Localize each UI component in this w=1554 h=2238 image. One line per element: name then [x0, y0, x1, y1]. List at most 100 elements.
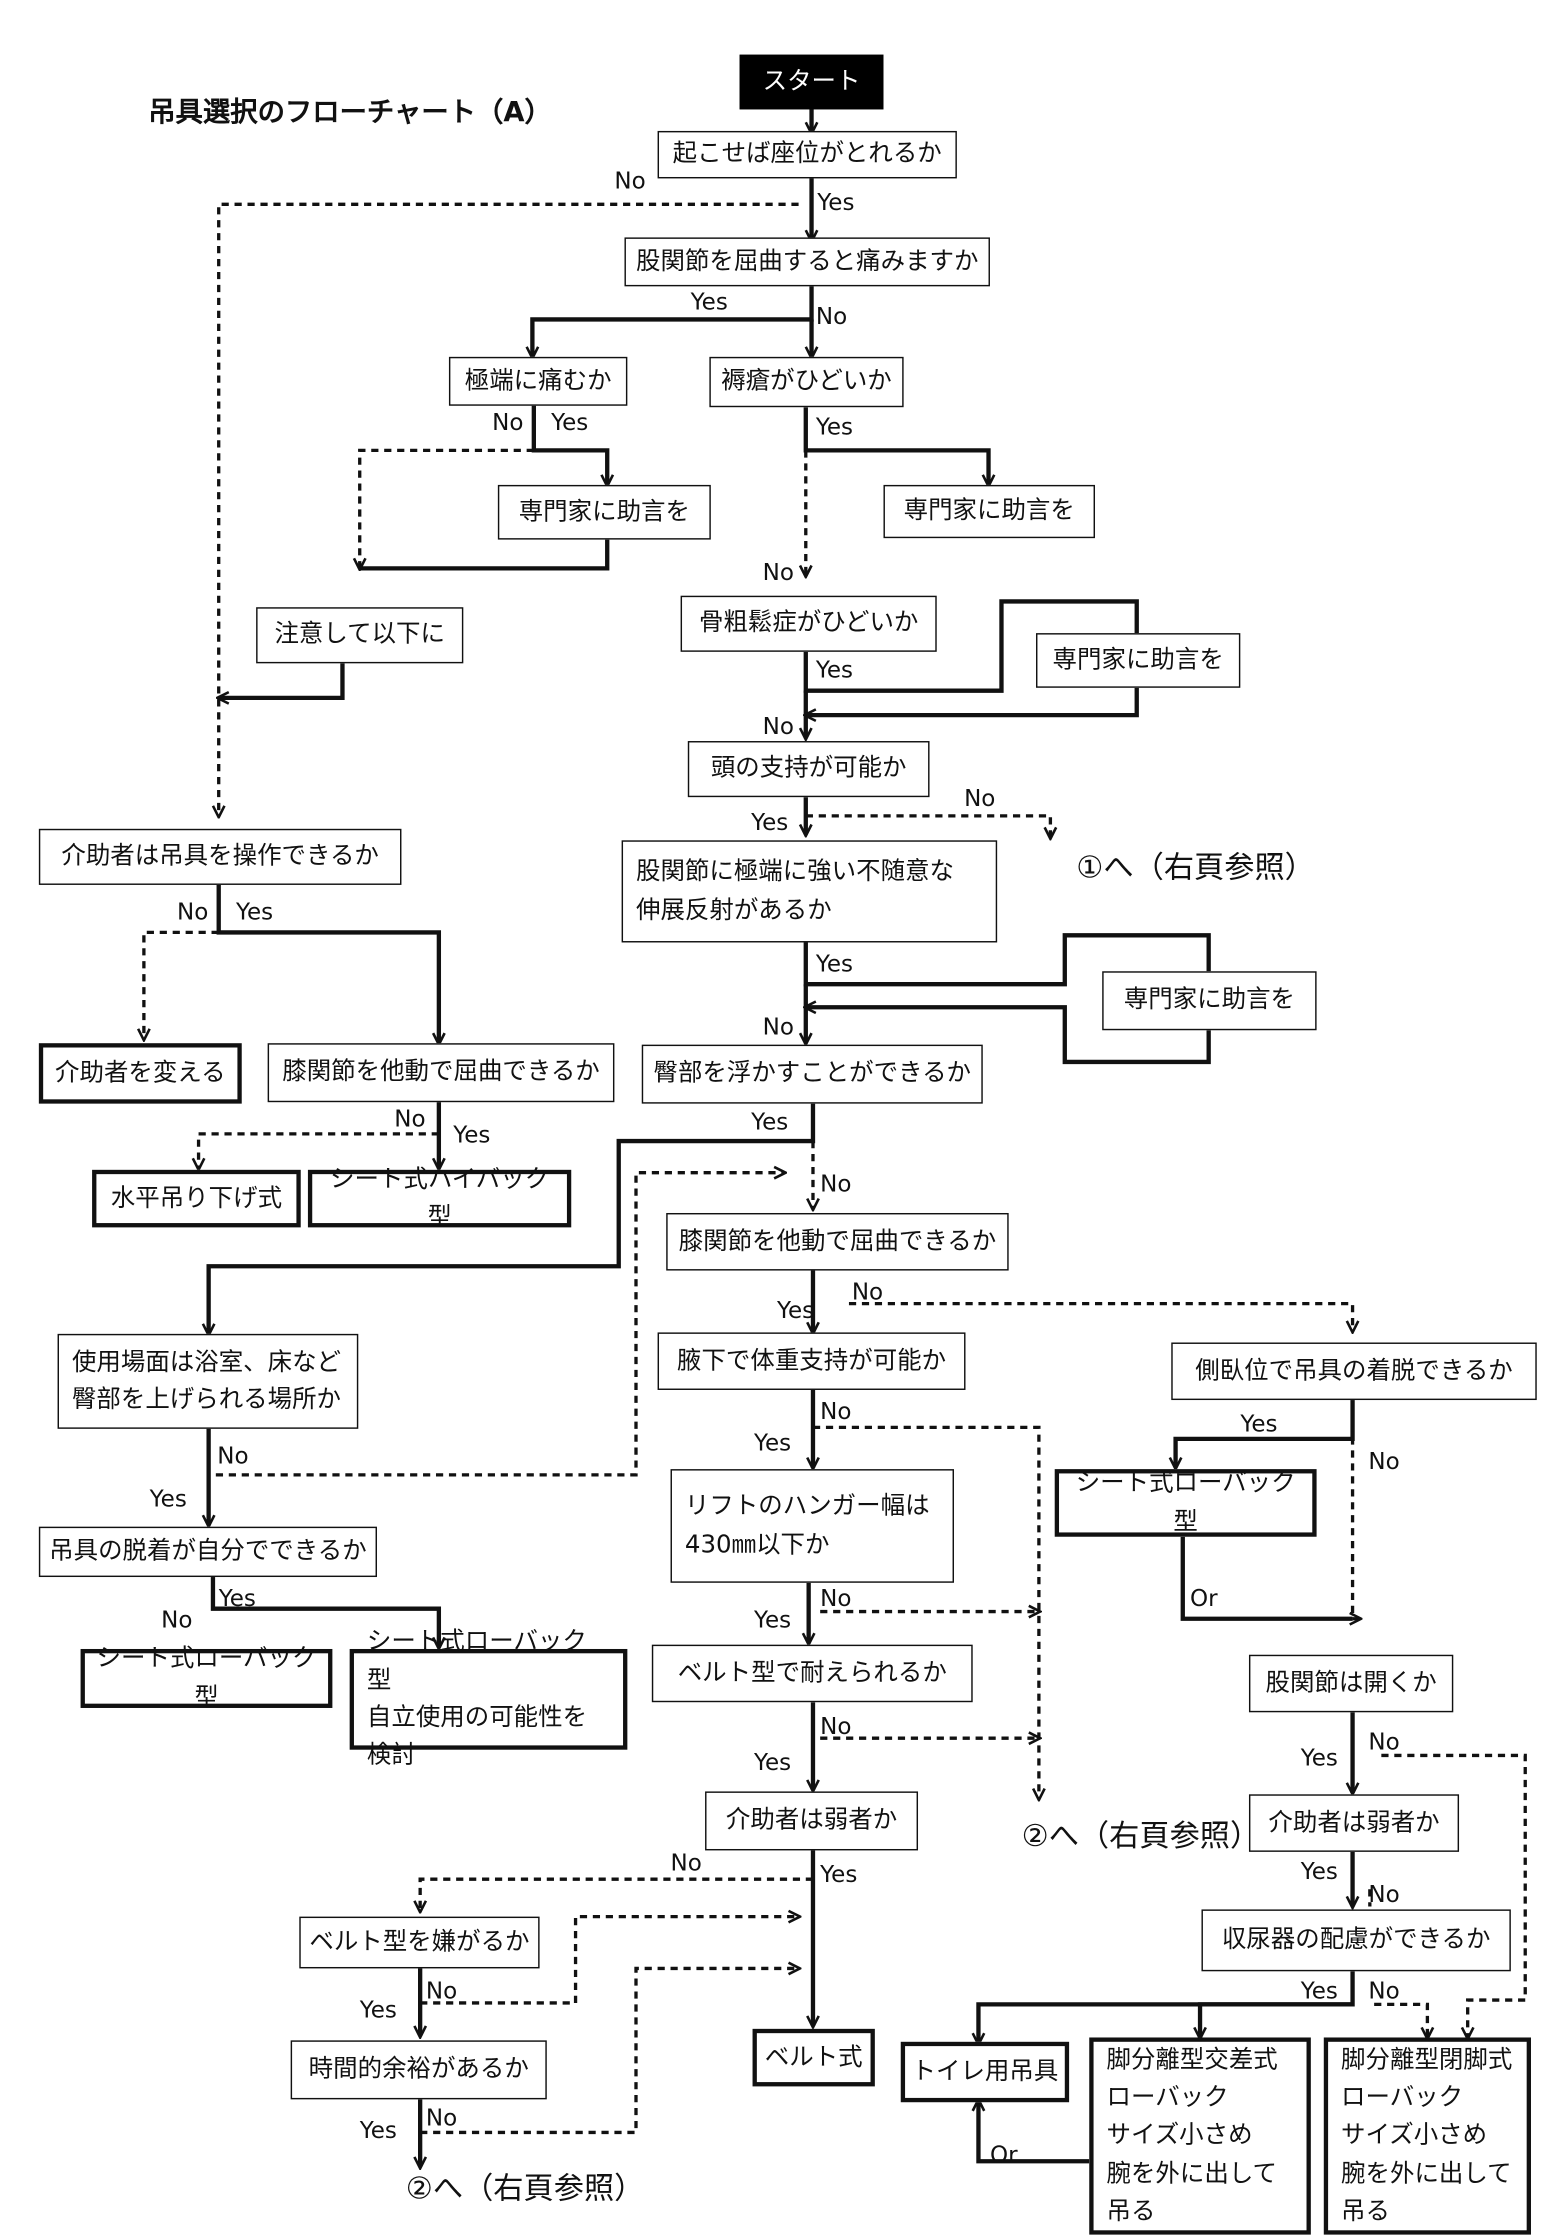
yes-label: Yes	[1300, 1977, 1338, 2005]
yes-label: Yes	[753, 1605, 792, 1634]
no-label: No	[217, 1441, 249, 1470]
edge-side-yes	[1176, 1400, 1355, 1468]
q-head-support: 頭の支持が可能か	[687, 741, 930, 798]
no-label: No	[964, 784, 996, 812]
caution-box: 注意して以下に	[256, 607, 464, 664]
edge-bedsore-yes	[803, 407, 989, 485]
edge-caregiver-no	[144, 930, 219, 1038]
no-label: No	[176, 897, 209, 926]
or-label: Or	[989, 2141, 1018, 2169]
belt-result: ベルト式	[752, 2028, 875, 2087]
no-label: No	[1368, 1977, 1400, 2005]
no-label: No	[1368, 1728, 1400, 1756]
q-lift-hip: 臀部を浮かすことができるか	[641, 1044, 983, 1104]
q-side-lying: 側臥位で吊具の着脱できるか	[1171, 1342, 1537, 1401]
edge-self-yes	[210, 1577, 439, 1648]
no-label: No	[820, 1584, 852, 1612]
advice-box-4: 専門家に助言を	[1102, 971, 1317, 1031]
no-label: No	[1368, 1447, 1400, 1475]
yes-label: Yes	[1300, 1743, 1338, 1772]
solid-connectors	[209, 107, 1355, 2167]
q-sitting: 起こせば座位がとれるか	[657, 130, 957, 179]
sheet-lowback-self-result: シート式ローバック型 自立使用の可能性を検討	[349, 1628, 628, 1770]
yes-label: Yes	[777, 1296, 815, 1324]
yes-label: Yes	[815, 412, 854, 441]
no-label: No	[1368, 1880, 1400, 1908]
yes-label: Yes	[551, 408, 589, 436]
yes-label: Yes	[1240, 1410, 1278, 1438]
start-node: スタート	[739, 54, 884, 110]
yes-label: Yes	[820, 1860, 858, 1888]
edge-hipopen-no	[1381, 1753, 1527, 2037]
edge-bath-no	[215, 1173, 784, 1477]
q-hip-open: 股関節は開くか	[1248, 1654, 1454, 1713]
split-closed-result: 脚分離型閉脚式 ローバック サイズ小さめ 腕を外に出して吊る	[1323, 2037, 1531, 2235]
ref-label-2b: ②へ（右頁参照）	[405, 2171, 645, 2206]
yes-label: Yes	[753, 1428, 792, 1457]
q-bedsore: 褥瘡がひどいか	[709, 356, 904, 408]
q-knee-flex-1: 膝関節を他動で屈曲できるか	[267, 1043, 615, 1103]
q-hanger-width: リフトのハンガー幅は 430㎜以下か	[670, 1469, 954, 1583]
ref-label-1: ①へ（右頁参照）	[1076, 850, 1315, 885]
split-cross-result: 脚分離型交差式 ローバック サイズ小さめ 腕を外に出して吊る	[1089, 2037, 1311, 2235]
q-self-attach: 吊具の脱着が自分でできるか	[38, 1526, 377, 1578]
advice-box-2: 専門家に助言を	[883, 484, 1096, 539]
q-knee-flex-2: 膝関節を他動で屈曲できるか	[666, 1212, 1009, 1271]
yes-label: Yes	[815, 949, 854, 978]
advice-box-1: 専門家に助言を	[497, 484, 711, 540]
edge-side-no	[1353, 1424, 1360, 1619]
edge-urinal-cross	[1200, 2002, 1353, 2037]
yes-label: Yes	[753, 1748, 792, 1776]
q-osteoporosis: 骨粗鬆症がひどいか	[680, 595, 937, 652]
q-urinal: 収尿器の配慮ができるか	[1201, 1909, 1511, 1972]
or-label: Or	[1189, 1584, 1218, 1612]
edge-time-no	[420, 1968, 798, 2135]
q-dislike-belt: ベルト型を嫌がるか	[299, 1916, 540, 1969]
edge-armpit-no	[812, 1425, 1039, 1798]
q-weak-caregiver-2: 介助者は弱者か	[1248, 1794, 1460, 1852]
yes-label: Yes	[690, 287, 728, 316]
no-label: No	[820, 1397, 852, 1425]
no-label: No	[425, 1977, 458, 2005]
yes-label: Yes	[751, 808, 789, 837]
no-label: No	[670, 1848, 702, 1877]
q-hip-reflex: 股関節に極端に強い不随意な 伸展反射があるか	[621, 840, 998, 943]
no-label: No	[762, 558, 794, 586]
yes-label: Yes	[1300, 1857, 1338, 1885]
no-label: No	[820, 1712, 852, 1740]
edge-head-no	[805, 814, 1051, 838]
q-hip-pain: 股関節を屈曲すると痛みますか	[624, 237, 990, 287]
edge-or-toilet	[978, 2101, 1090, 2164]
no-label: No	[425, 2103, 458, 2132]
change-caregiver-result: 介助者を変える	[38, 1043, 242, 1104]
q-weak-caregiver-1: 介助者は弱者か	[705, 1791, 919, 1851]
no-label: No	[820, 1169, 852, 1198]
no-label: No	[394, 1105, 426, 1133]
edge-dislike-no	[420, 1917, 798, 2005]
yes-label: Yes	[218, 1584, 256, 1612]
edge-urinal-yes	[978, 1971, 1355, 2043]
no-label: No	[851, 1277, 884, 1306]
dashed-connectors	[144, 202, 1527, 2135]
q-caregiver-operate: 介助者は吊具を操作できるか	[38, 828, 402, 885]
edge-extreme-no	[360, 448, 534, 568]
edge-lift-yes	[209, 1103, 816, 1334]
edge-advice3-return	[806, 687, 1139, 715]
edge-weak1-no	[420, 1877, 813, 1911]
no-label: No	[492, 408, 524, 436]
advice-box-3: 専門家に助言を	[1036, 633, 1241, 688]
yes-label: Yes	[751, 1107, 789, 1136]
toilet-sling-result: トイレ用吊具	[900, 2041, 1070, 2103]
edge-extreme-yes	[531, 404, 607, 485]
edge-advice4-return	[806, 1007, 1211, 1065]
q-time: 時間的余裕があるか	[290, 2040, 547, 2100]
yes-label: Yes	[359, 2116, 397, 2144]
ref-label-2a: ②へ（右頁参照）	[1021, 1818, 1261, 1854]
edge-knee2-no	[848, 1301, 1353, 1331]
no-label: No	[161, 1605, 193, 1634]
q-armpit: 腋下で体重支持が可能か	[657, 1332, 966, 1390]
edge-reflex-yes	[803, 933, 1211, 987]
no-label: No	[614, 166, 646, 195]
